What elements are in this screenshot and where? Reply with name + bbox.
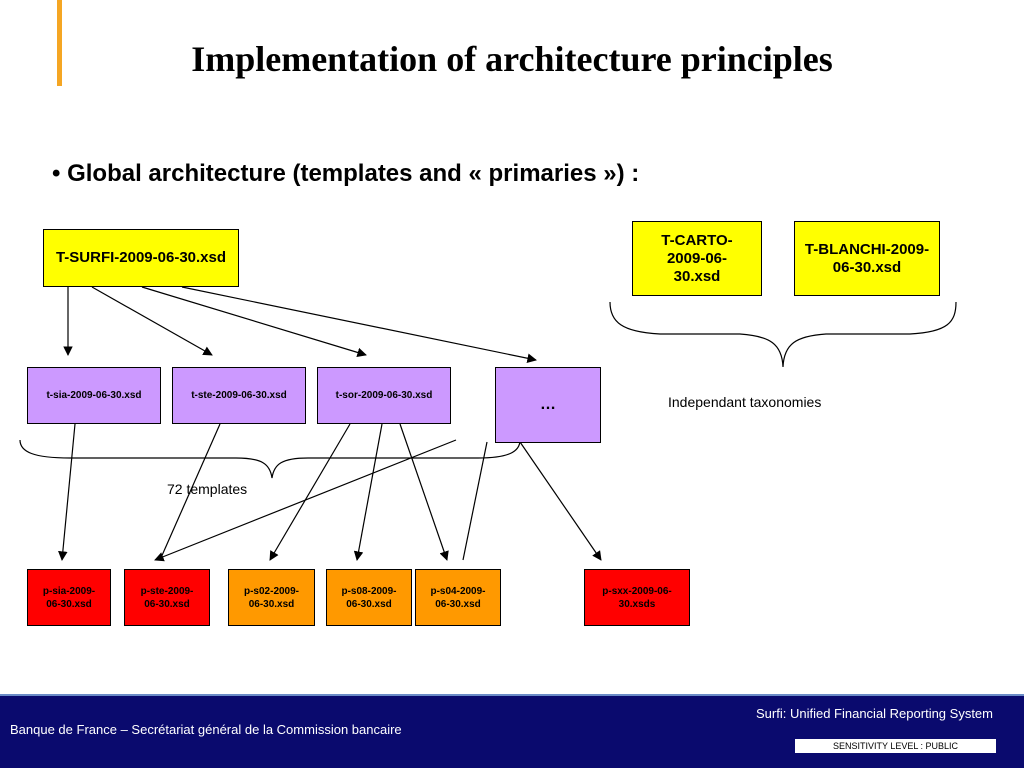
- box-t-ste: t-ste-2009-06-30.xsd: [172, 367, 306, 424]
- arrow-t-sor-to-p-s08: [353, 423, 383, 561]
- label-independant-taxonomies: Independant taxonomies: [668, 394, 822, 410]
- accent-bar: [57, 0, 62, 86]
- brace-independent: [609, 301, 957, 368]
- box-t-surfi: T-SURFI-2009-06-30.xsd: [43, 229, 239, 287]
- arrow-surfi-to-t-sor: [141, 286, 367, 358]
- arrow-t-sor-to-p-s04: [399, 423, 449, 561]
- box-t-sor: t-sor-2009-06-30.xsd: [317, 367, 451, 424]
- line-to-p-s04: [462, 441, 488, 561]
- label-72-templates: 72 templates: [167, 481, 248, 497]
- box-p-ste: p-ste-2009-06-30.xsd: [124, 569, 210, 626]
- footer-divider: [0, 694, 1024, 696]
- box-t-blanchi: T-BLANCHI-2009-06-30.xsd: [794, 221, 940, 296]
- arrow-surfi-to-t-ste: [91, 286, 213, 356]
- box-p-sxx: p-sxx-2009-06-30.xsds: [584, 569, 690, 626]
- sensitivity-label: SENSITIVITY LEVEL : PUBLIC: [795, 739, 996, 753]
- box-p-s04: p-s04-2009-06-30.xsd: [415, 569, 501, 626]
- line-t-ste-to-p-ste: [159, 423, 221, 561]
- brace-templates: [19, 439, 521, 479]
- box-t-sia: t-sia-2009-06-30.xsd: [27, 367, 161, 424]
- arrow-t-sia-to-p-sia: [58, 423, 76, 561]
- box-t-carto: T-CARTO-2009-06-30.xsd: [632, 221, 762, 296]
- box-ellipsis: …: [495, 367, 601, 443]
- arrow-surfi-to-ellipsis: [181, 286, 537, 363]
- box-p-sia: p-sia-2009-06-30.xsd: [27, 569, 111, 626]
- footer-bar: Surfi: Unified Financial Reporting Syste…: [0, 694, 1024, 768]
- footer-organization: Banque de France – Secrétariat général d…: [10, 722, 402, 737]
- diagram-connectors: [19, 286, 957, 562]
- box-p-s08: p-s08-2009-06-30.xsd: [326, 569, 412, 626]
- arrow-ellipsis-to-p-sxx: [519, 441, 602, 561]
- box-p-s02: p-s02-2009-06-30.xsd: [228, 569, 315, 626]
- bullet-text: • Global architecture (templates and « p…: [52, 160, 640, 187]
- footer-system-name: Surfi: Unified Financial Reporting Syste…: [756, 706, 993, 721]
- arrow-t-sor-to-p-s02: [269, 423, 351, 561]
- page-title: Implementation of architecture principle…: [191, 39, 833, 79]
